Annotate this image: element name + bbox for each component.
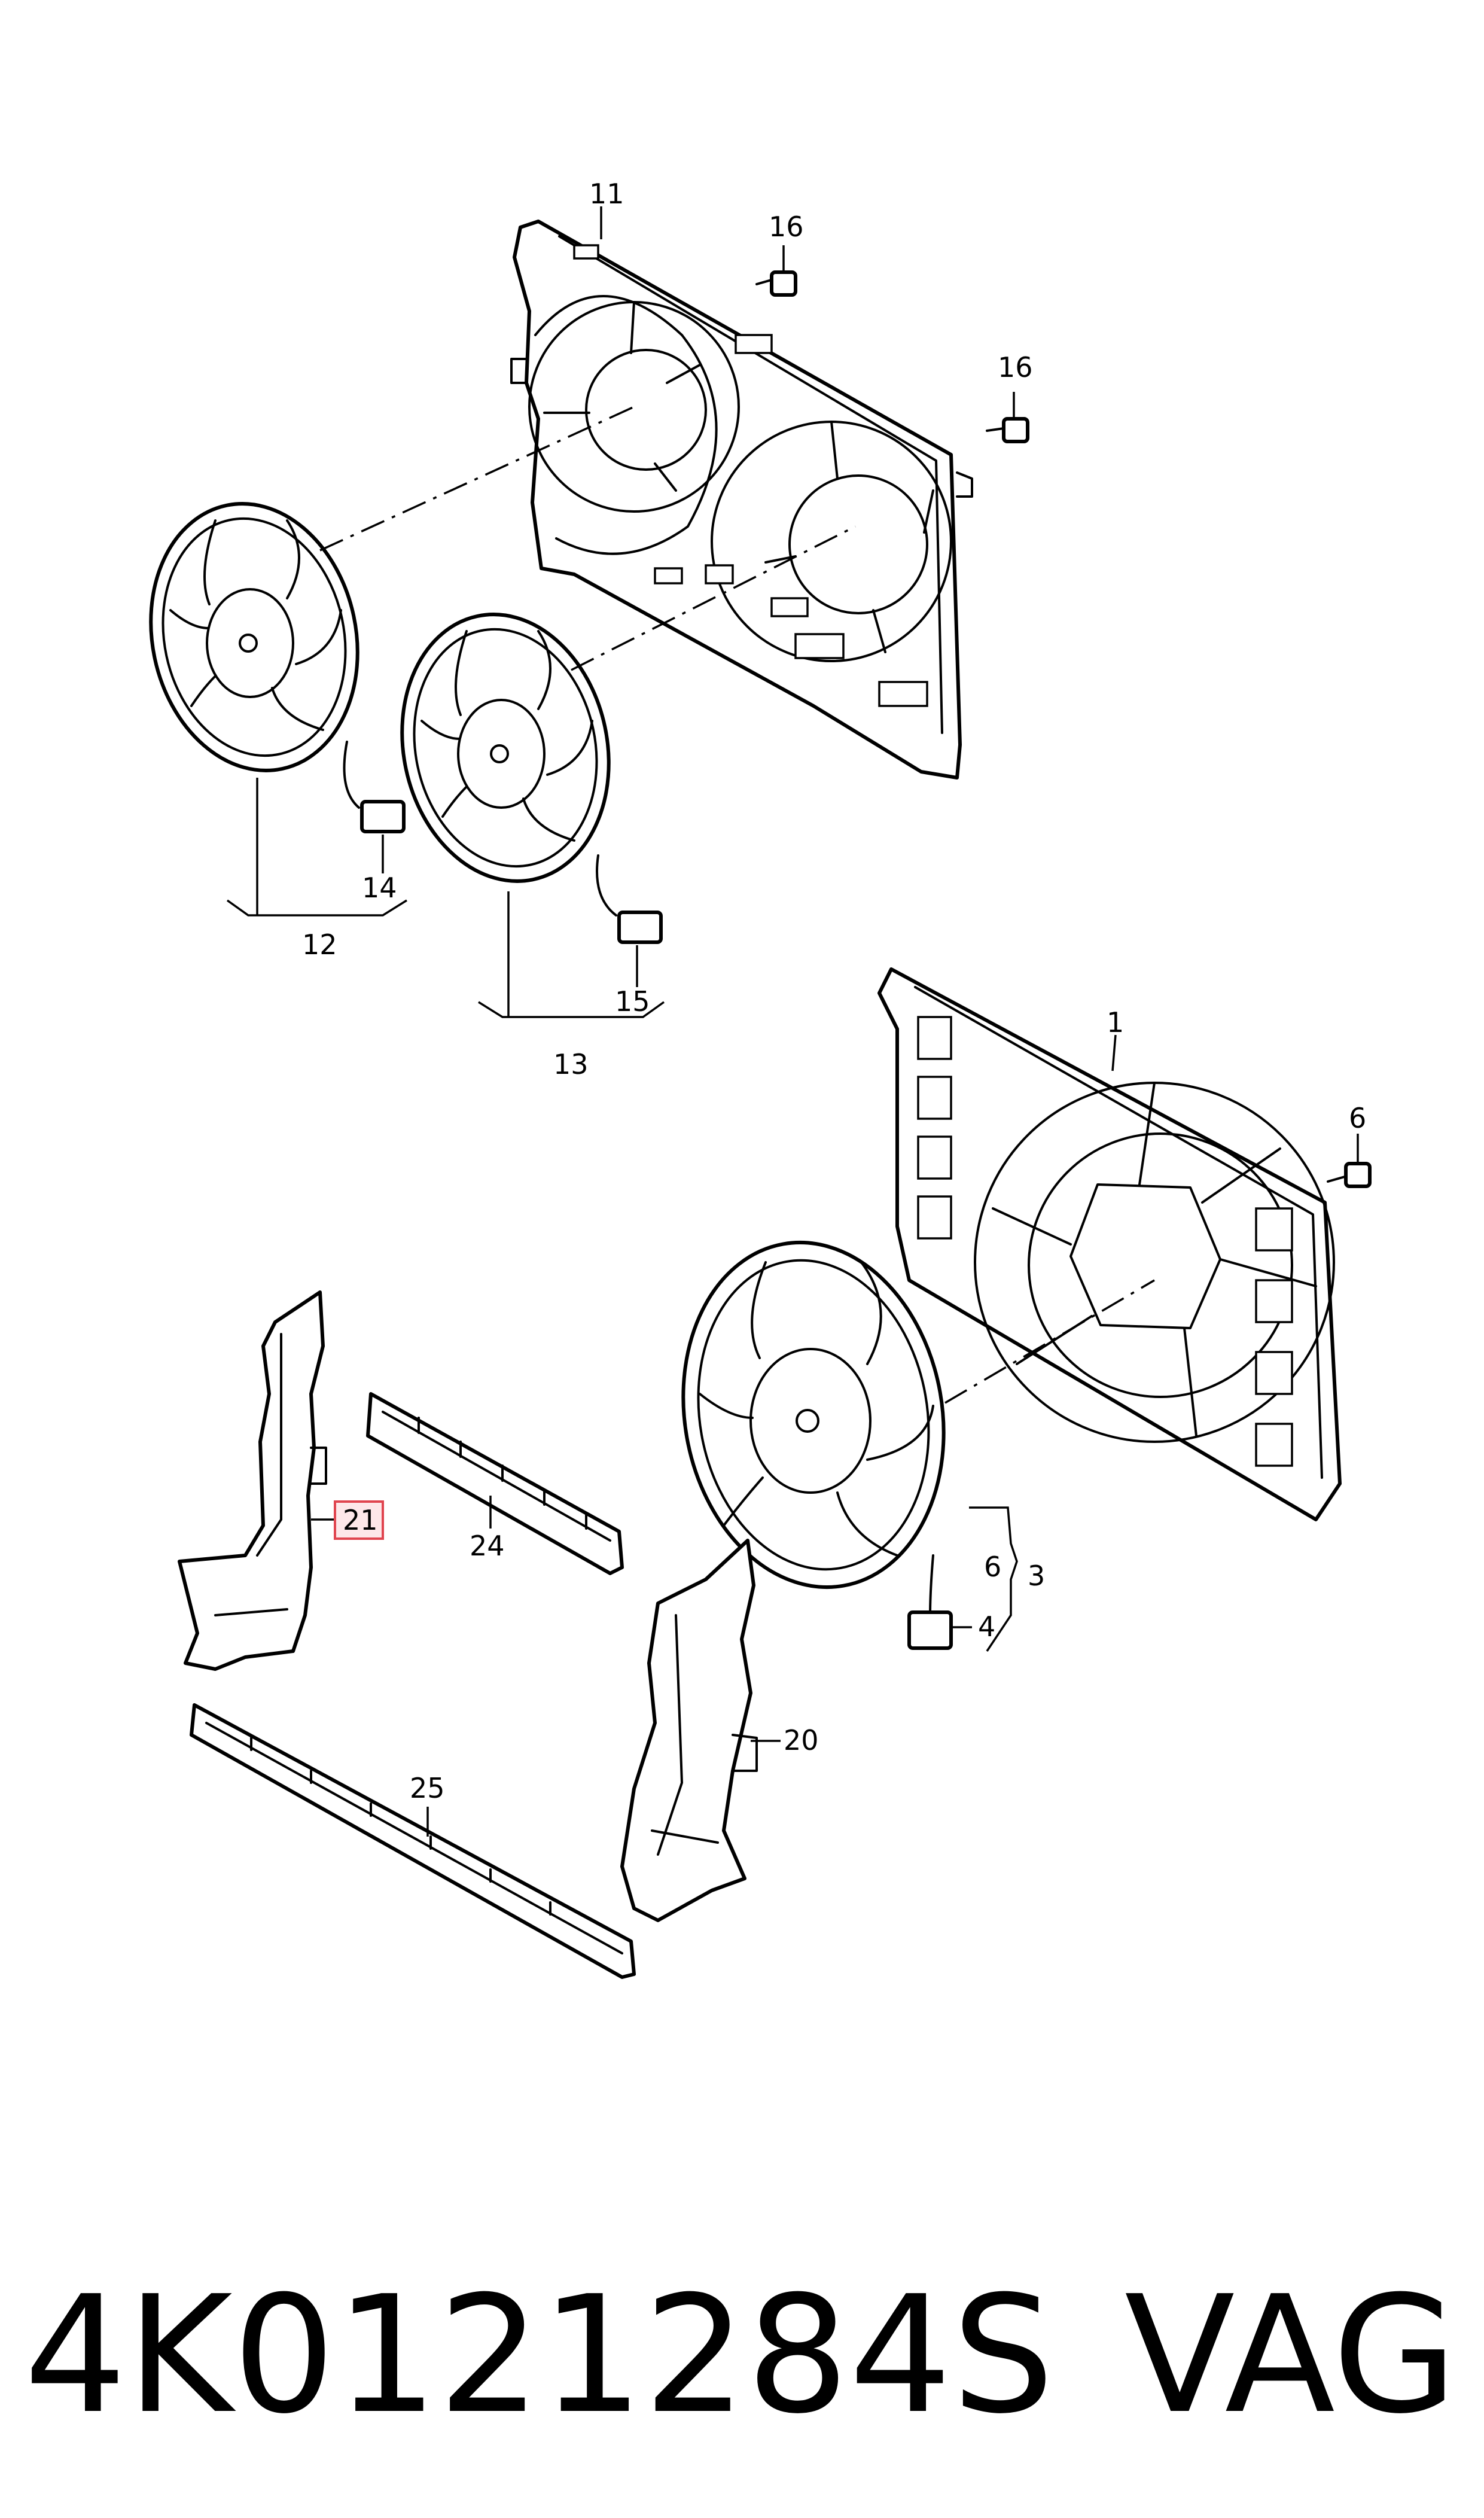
callout-20: 20 — [784, 1724, 819, 1756]
single-fan-shroud — [877, 967, 1342, 1521]
callout-3: 3 — [1028, 1560, 1045, 1592]
callout-25: 25 — [410, 1772, 445, 1804]
screw-16a — [755, 270, 797, 297]
callout-1: 1 — [1107, 1006, 1124, 1039]
dual-fan-shroud — [510, 220, 973, 780]
alignment-lines — [319, 406, 1155, 1404]
callout-11: 11 — [589, 178, 624, 210]
air-guide-21 — [178, 1290, 327, 1671]
fan-assembly-13 — [400, 613, 663, 944]
callout-21: 21 — [343, 1504, 378, 1536]
callout-14: 14 — [362, 872, 397, 904]
callout-labels: 11 16 16 14 12 15 13 1 6 6 3 4 21 24 20 … — [302, 178, 1366, 1804]
callout-12: 12 — [302, 928, 337, 961]
callout-6b: 6 — [984, 1551, 1001, 1583]
callout-13: 13 — [553, 1048, 589, 1080]
air-guide-20 — [620, 1539, 758, 1922]
callout-4: 4 — [978, 1610, 995, 1643]
callout-16a: 16 — [769, 211, 804, 243]
screw-6 — [1327, 1162, 1372, 1188]
callout-24: 24 — [470, 1530, 505, 1562]
strip-24 — [366, 1392, 624, 1575]
fan-assembly-3 — [681, 1240, 953, 1650]
callout-6a: 6 — [1349, 1102, 1366, 1134]
part-number: 4K0121284S — [24, 2261, 1055, 2449]
strip-25 — [190, 1703, 636, 1979]
leader-lines — [226, 206, 1359, 1837]
highlight-box-21 — [334, 1500, 384, 1540]
screw-16b — [986, 417, 1029, 443]
callout-15: 15 — [615, 985, 650, 1018]
brand-name: VAG — [1125, 2261, 1458, 2449]
callout-16b: 16 — [998, 351, 1033, 383]
fan-assembly-12 — [149, 502, 406, 833]
